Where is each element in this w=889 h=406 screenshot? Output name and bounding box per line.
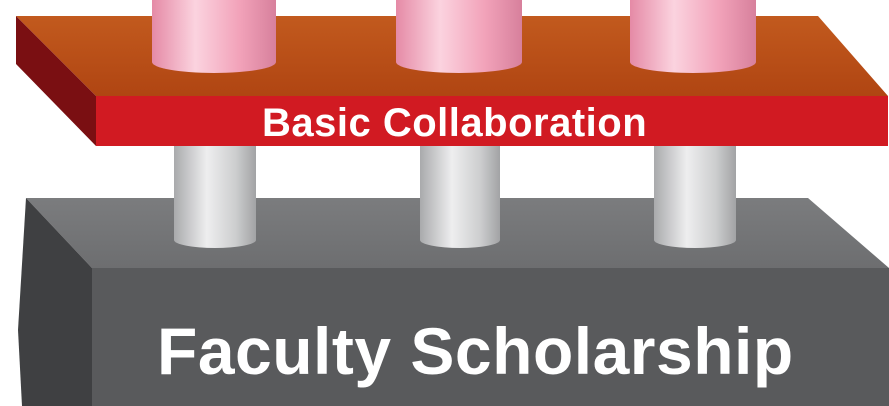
top-slab-label: Basic Collaboration [262,101,648,145]
upper-pillar-right [630,0,756,73]
lower-pillar-middle [420,140,500,248]
bottom-slab-front-face [92,268,889,406]
upper-pillar-middle [396,0,522,73]
bottom-slab-side-face [18,198,92,406]
lower-pillar-left [174,140,256,248]
top-slab-front-face [96,96,888,146]
bottom-slab-label: Faculty Scholarship [157,314,794,388]
upper-pillar-left [152,0,276,73]
top-slab-side-face [16,16,96,146]
lower-pillar-right [654,140,736,248]
